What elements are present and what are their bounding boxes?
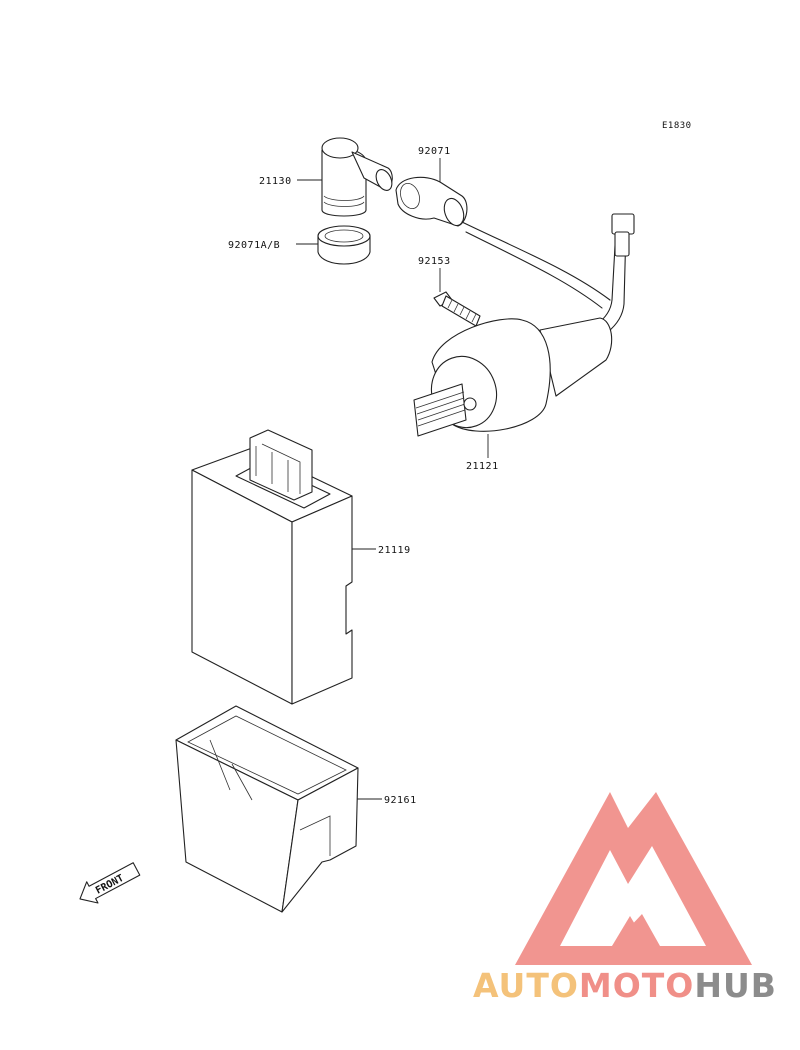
label-92153: 92153 [418, 256, 451, 267]
ht-lead [461, 221, 611, 301]
label-21121: 21121 [466, 461, 499, 472]
label-92161: 92161 [384, 795, 417, 806]
label-92071: 92071 [418, 146, 451, 157]
watermark-text: AUTOMOTOHUB [473, 966, 777, 1005]
label-92071ab: 92071A/B [228, 240, 280, 251]
label-21130: 21130 [259, 176, 292, 187]
front-arrow: FRONT [79, 862, 141, 904]
part-92153-bolt [433, 291, 481, 327]
part-21130-plug-cap [321, 137, 393, 217]
watermark-auto: AUTO [473, 966, 579, 1005]
part-92161-holder [175, 705, 359, 913]
part-92071-boot [395, 176, 468, 227]
diagram-code: E1830 [662, 121, 692, 131]
part-92071ab-seal [317, 225, 371, 265]
label-21119: 21119 [378, 545, 411, 556]
watermark-hub: HUB [694, 966, 777, 1005]
watermark-moto: MOTO [579, 966, 694, 1005]
watermark-logo [515, 792, 752, 965]
watermark-inner [560, 846, 706, 946]
watermark-core [612, 916, 648, 946]
part-21119-cdi-unit [191, 429, 353, 705]
part-21121-ignition-coil [413, 213, 635, 437]
